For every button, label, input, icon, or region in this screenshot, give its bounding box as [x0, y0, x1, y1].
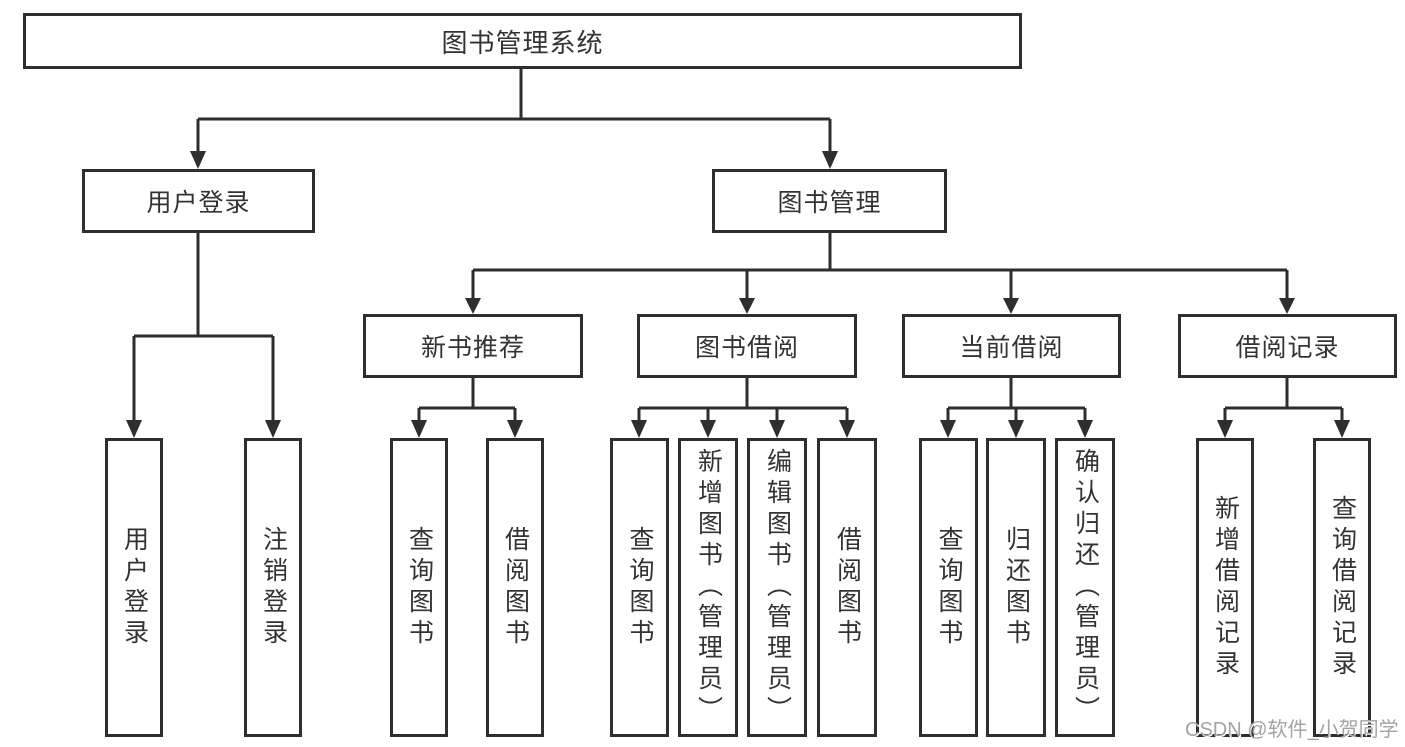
arrowheads-borrow-record-branch — [1217, 420, 1350, 438]
leaf-borrow-book-1-label: 借阅图书 — [501, 525, 530, 650]
connector-book-borrow-branch — [637, 378, 849, 424]
arrowheads-book-mgmt-branch — [465, 298, 1295, 314]
node-user-login-label: 用户登录 — [146, 189, 251, 217]
leaf-logout: 注销登录 — [244, 438, 302, 737]
node-book-borrow: 图书借阅 — [637, 314, 857, 378]
arrowheads-new-book-branch — [411, 420, 523, 438]
node-user-login: 用户登录 — [82, 169, 315, 233]
leaf-query-borrow-record: 查询借阅记录 — [1313, 438, 1371, 737]
node-borrow-record-label: 借阅记录 — [1235, 334, 1340, 362]
arrowheads-current-borrow-branch — [940, 420, 1093, 438]
leaf-add-borrow-record: 新增借阅记录 — [1196, 438, 1254, 737]
leaf-add-book-admin: 新增图书（管理员） — [678, 438, 738, 737]
leaf-confirm-return-admin: 确认归还（管理员） — [1055, 438, 1115, 737]
node-new-book-recommend: 新书推荐 — [363, 314, 583, 378]
leaf-query-book-1-label: 查询图书 — [405, 525, 434, 650]
node-root-system: 图书管理系统 — [23, 13, 1022, 69]
leaf-add-borrow-record-label: 新增借阅记录 — [1211, 494, 1240, 681]
connector-user-login-branch — [132, 233, 275, 422]
node-new-book-recommend-label: 新书推荐 — [420, 334, 525, 362]
leaf-user-login: 用户登录 — [105, 438, 163, 737]
node-current-borrow: 当前借阅 — [902, 314, 1121, 378]
leaf-query-borrow-record-label: 查询借阅记录 — [1328, 494, 1357, 681]
connector-borrow-record-branch — [1223, 378, 1344, 424]
leaf-borrow-book-2-label: 借阅图书 — [833, 525, 862, 650]
node-current-borrow-label: 当前借阅 — [959, 334, 1064, 362]
connector-new-book-branch — [417, 378, 517, 424]
arrowheads-user-login-branch — [126, 420, 281, 438]
leaf-query-book-3-label: 查询图书 — [935, 525, 963, 650]
leaf-edit-book-admin: 编辑图书（管理员） — [747, 438, 807, 737]
leaf-return-book-label: 归还图书 — [1002, 525, 1031, 650]
leaf-query-book-2-label: 查询图书 — [626, 525, 654, 650]
connector-book-mgmt-branch — [471, 233, 1289, 300]
node-book-management-label: 图书管理 — [777, 189, 882, 217]
leaf-logout-label: 注销登录 — [259, 525, 288, 650]
node-borrow-record: 借阅记录 — [1178, 314, 1397, 378]
arrowheads-book-borrow-branch — [631, 420, 855, 438]
arrowheads-root-to-level2 — [190, 151, 838, 169]
connector-root-to-level2 — [196, 69, 832, 153]
leaf-confirm-return-admin-label: 确认归还（管理员） — [1071, 448, 1100, 727]
leaf-query-book-1: 查询图书 — [390, 438, 448, 737]
leaf-user-login-label: 用户登录 — [120, 525, 149, 650]
node-book-management: 图书管理 — [712, 169, 947, 233]
leaf-edit-book-admin-label: 编辑图书（管理员） — [763, 448, 792, 727]
node-root-label: 图书管理系统 — [441, 27, 604, 58]
leaf-query-book-2: 查询图书 — [610, 438, 669, 737]
leaf-add-book-admin-label: 新增图书（管理员） — [694, 448, 723, 727]
leaf-borrow-book-2: 借阅图书 — [817, 438, 877, 737]
leaf-borrow-book-1: 借阅图书 — [486, 438, 544, 737]
connector-current-borrow-branch — [946, 378, 1087, 424]
leaf-query-book-3: 查询图书 — [919, 438, 978, 737]
leaf-return-book: 归还图书 — [986, 438, 1046, 737]
csdn-watermark: CSDN @软件_小贺同学 — [1185, 719, 1399, 741]
node-book-borrow-label: 图书借阅 — [694, 334, 799, 362]
